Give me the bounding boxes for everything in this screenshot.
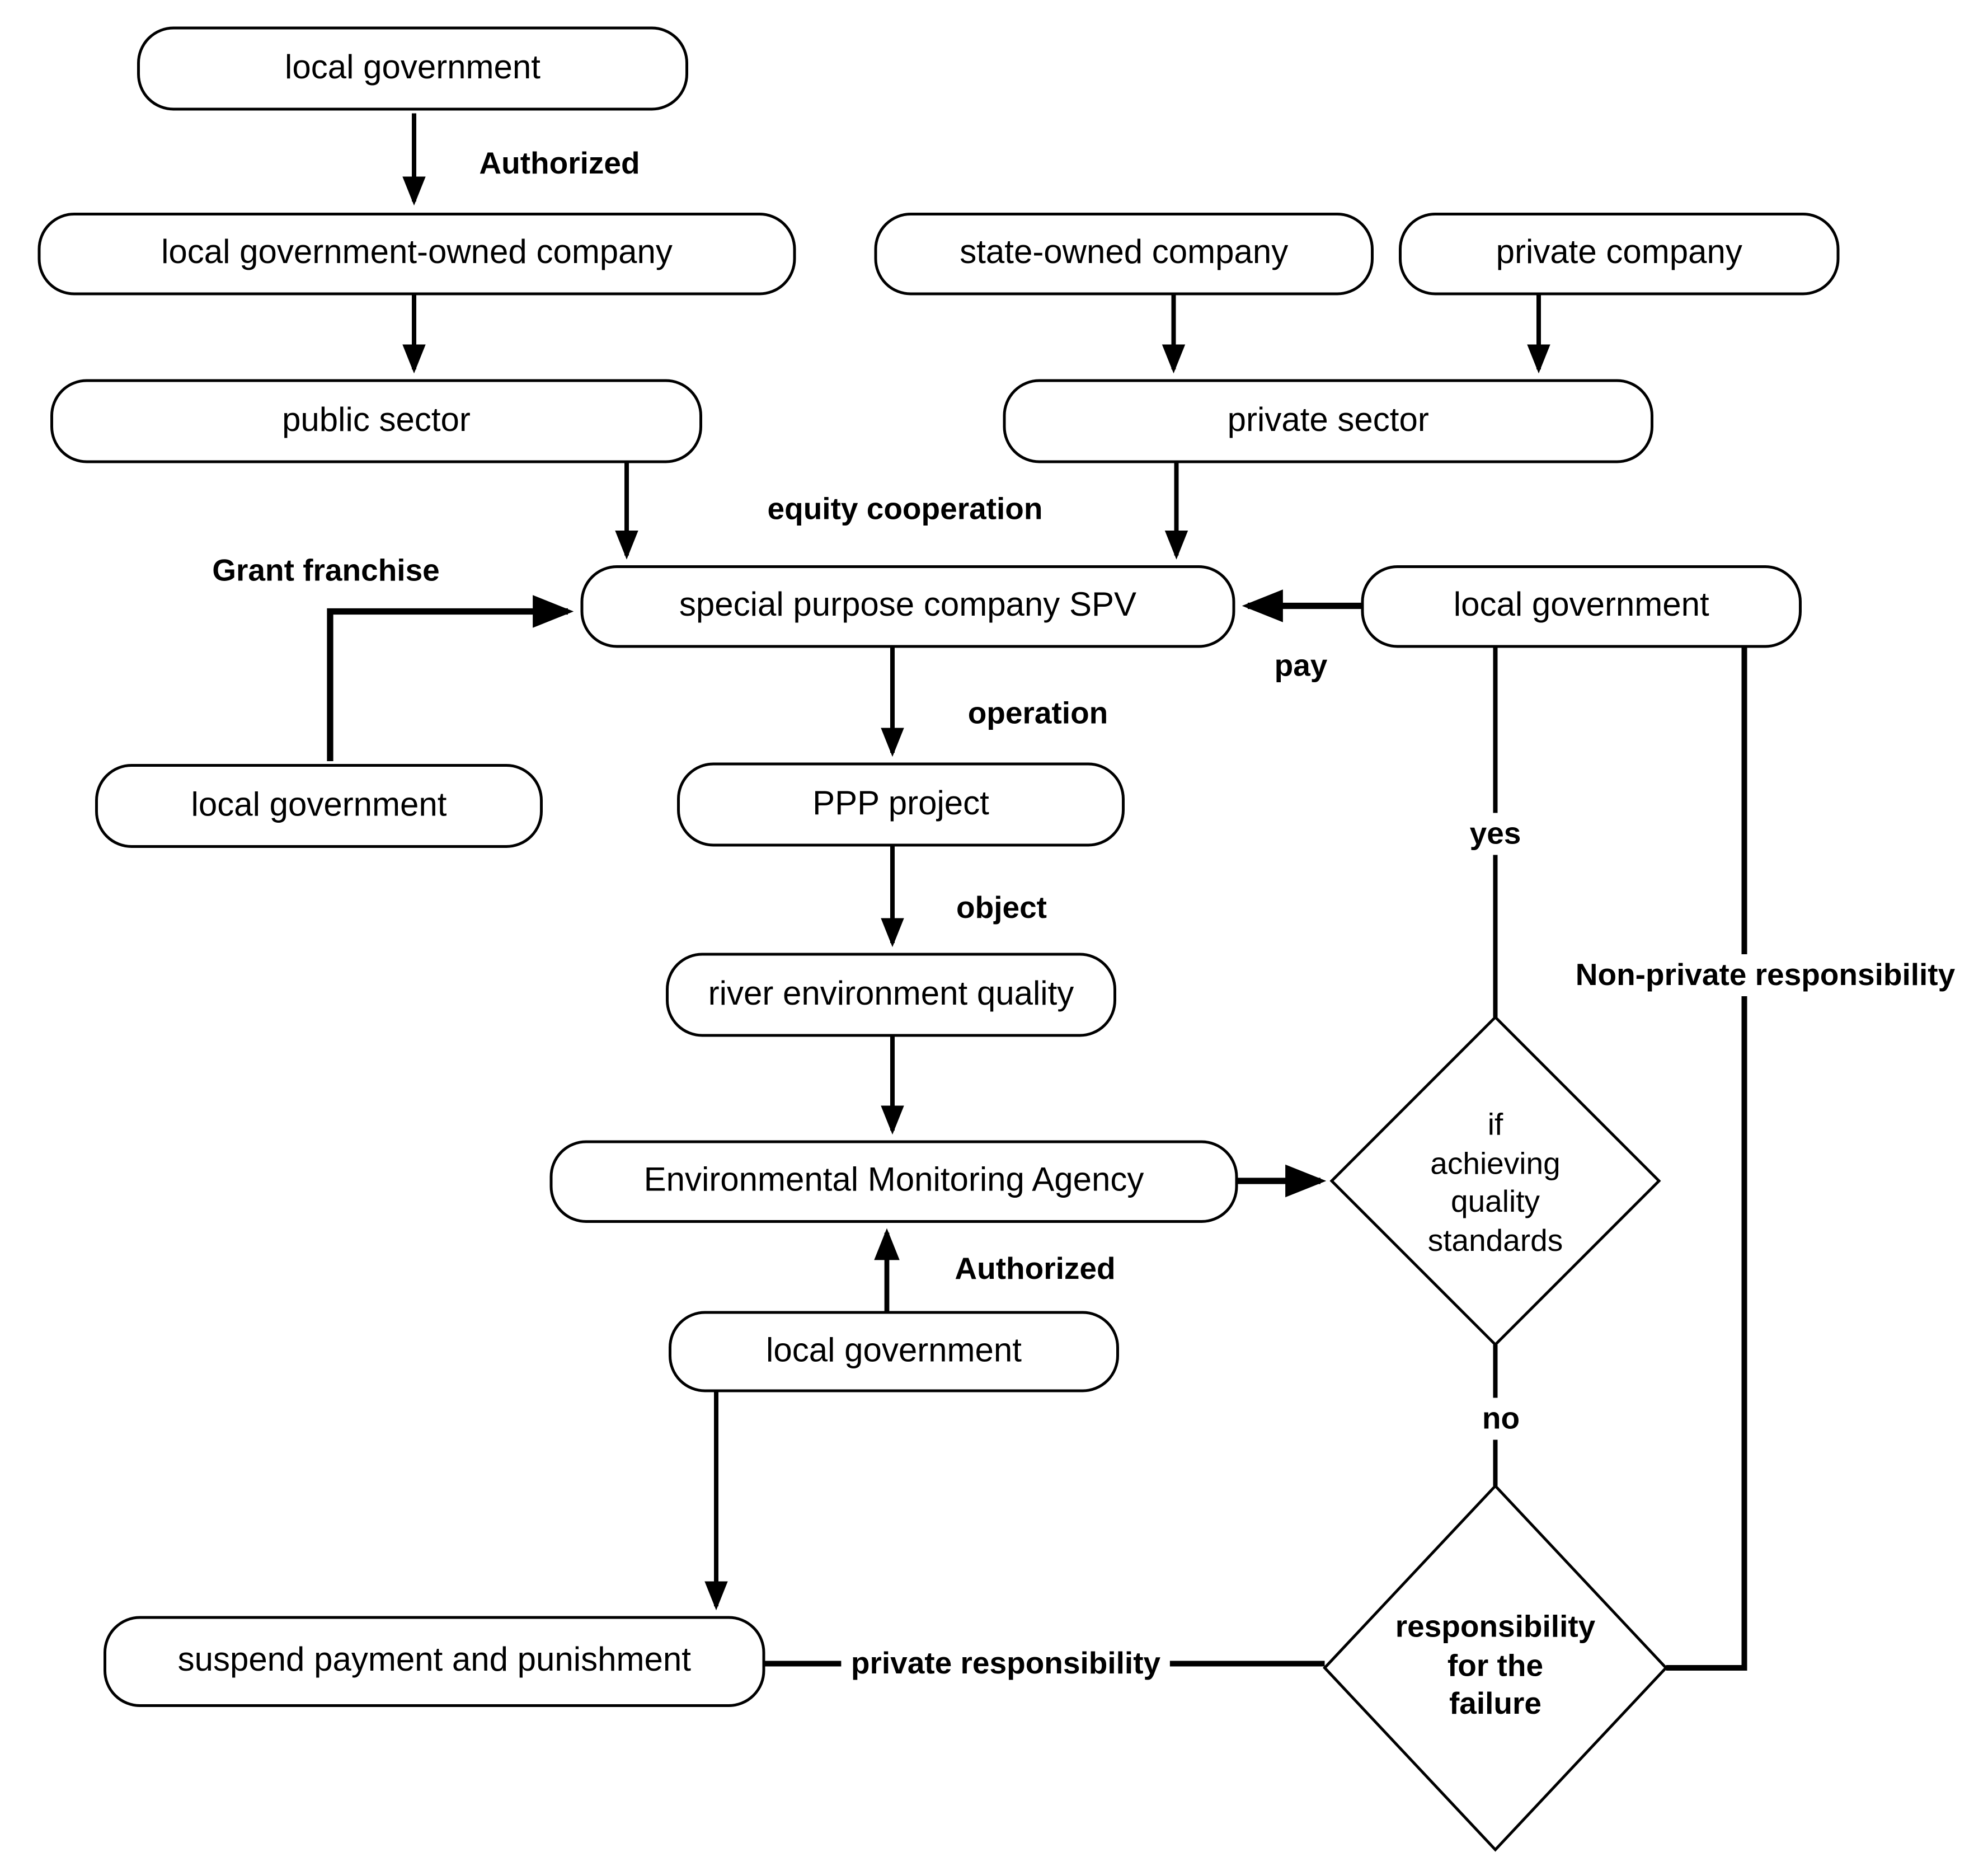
decision-quality-diamond [1329, 1015, 1661, 1347]
decision-quality-label: if achieving quality standards [1427, 1106, 1563, 1258]
node-private-sector: private sector [1003, 379, 1653, 463]
node-suspend-payment-and-punishment: suspend payment and punishment [104, 1616, 765, 1707]
label-authorized-bottom: Authorized [955, 1251, 1116, 1286]
label-authorized-top: Authorized [479, 146, 640, 181]
node-local-government-right: local government [1361, 565, 1802, 648]
label-yes: yes [1460, 813, 1531, 855]
node-local-government-owned-company: local government-owned company [37, 213, 796, 296]
node-state-owned-company: state-owned company [874, 213, 1374, 296]
node-local-government-bottom: local government [669, 1311, 1119, 1392]
decision-failure-diamond [1323, 1484, 1668, 1852]
decision-failure-label: responsibility for the failure [1395, 1609, 1596, 1721]
label-grant-franchise: Grant franchise [212, 552, 440, 588]
edge-grant-franchise-arrow [327, 595, 574, 761]
label-pay: pay [1274, 648, 1328, 683]
node-public-sector: public sector [50, 379, 702, 463]
label-object: object [956, 890, 1047, 925]
node-ppp-project: PPP project [677, 762, 1125, 847]
node-local-government-left: local government [95, 764, 543, 848]
edge-non-private-responsibility-line [1666, 648, 1747, 1671]
label-equity-cooperation: equity cooperation [767, 491, 1043, 527]
label-operation: operation [967, 695, 1108, 731]
node-river-environment-quality: river environment quality [666, 953, 1116, 1037]
node-local-government-top: local government [137, 26, 688, 111]
node-special-purpose-company-spv: special purpose company SPV [580, 565, 1235, 648]
label-non-private-responsibility: Non-private responsibility [1566, 954, 1965, 996]
label-no: no [1472, 1398, 1530, 1440]
node-private-company: private company [1399, 213, 1840, 296]
label-private-responsibility: private responsibility [841, 1643, 1171, 1685]
node-environmental-monitoring-agency: Environmental Monitoring Agency [549, 1140, 1238, 1223]
